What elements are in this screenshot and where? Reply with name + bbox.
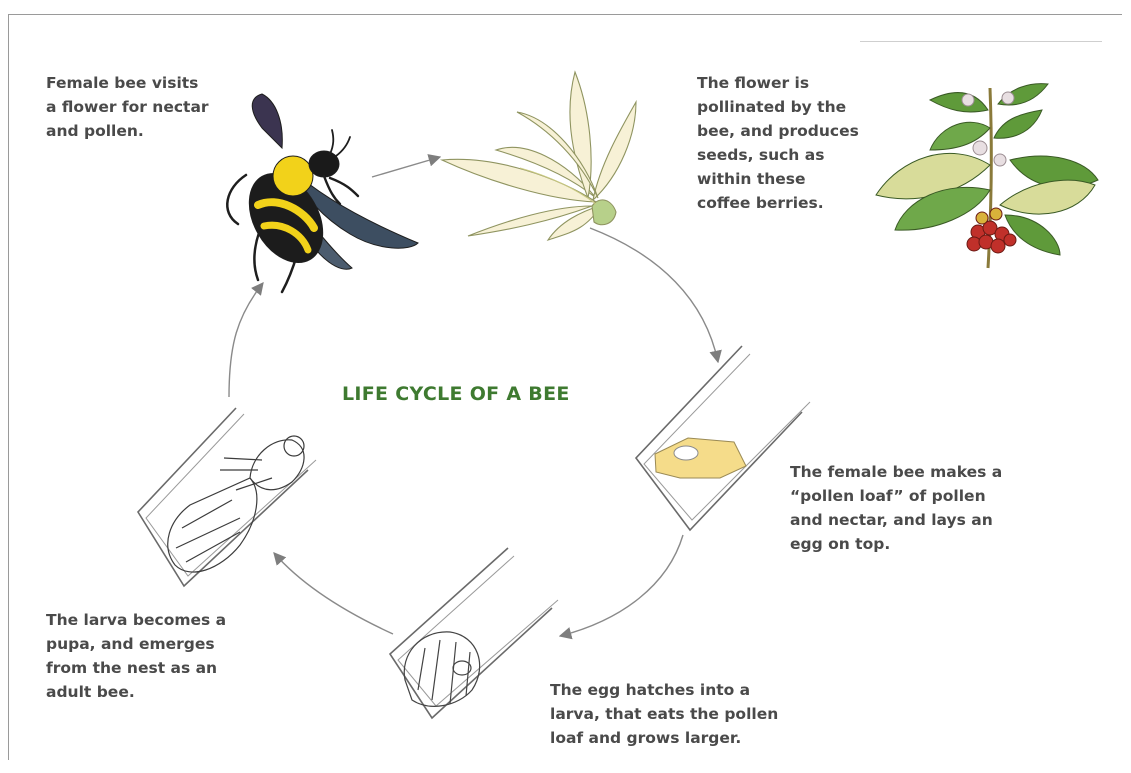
caption-bee-visits-flower: Female bee visits a flower for nectar an… [46,71,209,143]
flower-illustration [442,72,636,240]
arrow-pupa-to-bee [229,283,263,397]
pupa [168,436,304,572]
arrow-flower-to-nest [590,228,718,362]
caption-pupa-emerges: The larva becomes a pupa, and emerges fr… [46,608,226,704]
nest-pollen-loaf-illustration [636,346,810,530]
coffee-branch-illustration [876,84,1098,268]
arrow-bee-to-flower [372,157,440,177]
pollen-loaf [655,438,746,478]
arrow-nest-to-larva [560,535,683,636]
caption-flower-pollinated: The flower is pollinated by the bee, and… [697,71,859,215]
nest-larva-illustration [390,548,558,718]
arrow-larva-to-pupa [274,553,393,634]
egg [674,446,698,460]
caption-pollen-loaf: The female bee makes a “pollen loaf” of … [790,460,1002,556]
caption-larva: The egg hatches into a larva, that eats … [550,678,778,750]
nest-pupa-illustration [138,408,316,586]
diagram-title: LIFE CYCLE OF A BEE [342,383,570,405]
larva [404,632,479,706]
bee-illustration [227,94,418,292]
